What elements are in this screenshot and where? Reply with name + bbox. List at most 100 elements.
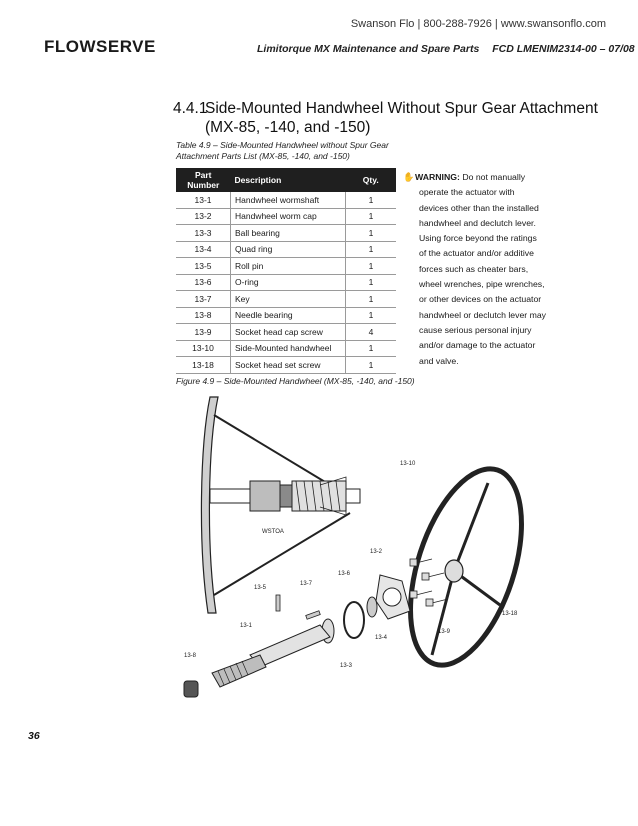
callout-13-4: 13-4 [375,635,388,641]
section-title-line2: (MX-85, -140, and -150) [205,119,371,136]
callout-13-1: 13-1 [240,623,253,629]
part-number-cell: 13-18 [176,356,231,374]
part-number-cell: 13-8 [176,307,231,324]
description-cell: Key [230,290,346,308]
description-cell: Roll pin [230,257,346,275]
quantity-cell: 1 [345,257,396,275]
quantity-cell: 1 [345,208,396,225]
quantity-cell: 1 [345,290,396,308]
quantity-cell: 1 [345,224,396,242]
part-number-cell: 13-2 [176,208,231,225]
quantity-cell: 1 [345,356,396,374]
quantity-cell: 1 [345,307,396,324]
quad-ring [366,596,378,618]
roll-pin [275,594,281,612]
warning-text-line: or other devices on the actuator [419,294,542,305]
description-cell: Quad ring [230,241,346,258]
callout-13-2: 13-2 [370,549,383,555]
callout-13-8: 13-8 [184,653,197,659]
warning-text-line: and/or damage to the actuator [419,340,536,351]
description-cell: Handwheel wormshaft [230,192,346,209]
callout-13-6: 13-6 [338,571,351,577]
table-header-row: Part Number Description Qty. [176,168,396,192]
quantity-cell: 1 [345,192,396,209]
handwheel-exploded-diagram: WSTOA 13-10 13-2 13-6 13-7 13-5 13-1 13-… [183,396,524,698]
column-header: Qty. [345,168,396,192]
description-cell: Side-Mounted handwheel [230,340,346,357]
section-title-line1: Side-Mounted Handwheel Without Spur Gear… [205,100,598,117]
column-header: Part Number [176,168,231,192]
column-header: Description [230,168,346,192]
description-cell: Needle bearing [230,307,346,324]
doc-title: Limitorque MX Maintenance and Spare Part… [257,43,480,55]
warning-text-line: Using force beyond the ratings [419,233,537,244]
handwheel-wormshaft [211,624,331,688]
document-reference: Limitorque MX Maintenance and Spare Part… [257,43,638,55]
inset-handwheel-side-view [200,396,361,614]
warning-text-line: wheel wrenches, pipe wrenches, [419,279,545,290]
warning-text-line: devices other than the installed [419,202,539,213]
warning-text-line: handwheel or declutch lever may [419,309,547,320]
quantity-cell: 1 [345,340,396,357]
needle-bearing [183,680,199,698]
socket-head-screws [409,558,449,607]
description-cell: O-ring [230,274,346,291]
quantity-cell: 1 [345,241,396,258]
part-number-cell: 13-9 [176,323,231,341]
contact-line: Swanson Flo | 800-288-7926 | www.swanson… [350,18,606,30]
o-ring [343,601,365,639]
part-number-cell: 13-1 [176,192,231,209]
section-heading: 4.4.1Side-Mounted Handwheel Without Spur… [173,99,598,137]
quantity-cell: 1 [345,274,396,291]
figure-caption: Figure 4.9 – Side-Mounted Handwheel (MX-… [176,376,415,386]
section-number: 4.4.1 [173,100,208,117]
flowserve-logo: FLOWSERVE [44,37,156,56]
callout-13-3: 13-3 [340,663,353,669]
callout-13-7: 13-7 [300,581,313,587]
warning-text-line: forces such as cheater bars, [419,263,529,274]
description-cell: Socket head set screw [230,356,346,374]
warning-text-line: of the actuator and/or additive [419,248,534,259]
description-cell: Socket head cap screw [230,323,346,341]
part-number-cell: 13-3 [176,224,231,242]
warning-label: WARNING: [415,172,460,182]
doc-code: FCD LMENIM2314-00 – 07/08 [492,43,635,55]
part-number-cell: 13-6 [176,274,231,291]
handwheel-rim [408,466,524,668]
quantity-cell: 4 [345,323,396,341]
description-cell: Ball bearing [230,224,346,242]
callout-13-18: 13-18 [502,611,518,617]
warning-notice: ✋WARNING: Do not manually operate the ac… [403,170,603,369]
key [305,610,321,620]
description-cell: Handwheel worm cap [230,208,346,225]
warning-text-line: and valve. [419,355,459,366]
part-number-cell: 13-7 [176,290,231,308]
warning-text-line: cause serious personal injury [419,324,532,335]
warning-hand-icon: ✋ [403,172,415,182]
callout-13-10: 13-10 [400,461,416,467]
callout-13-9: 13-9 [438,629,451,635]
part-number-cell: 13-10 [176,340,231,357]
warning-text-line: Do not manually [462,172,526,182]
worm-cap [375,574,411,620]
warning-text-line: handwheel and declutch lever. [419,217,536,228]
part-number-cell: 13-4 [176,241,231,258]
callout-13-5: 13-5 [254,585,267,591]
part-number-cell: 13-5 [176,257,231,275]
warning-text-line: operate the actuator with [419,187,515,198]
table-caption: Table 4.9 – Side-Mounted Handwheel witho… [176,140,389,161]
inset-mark: WSTOA [262,529,284,535]
page-number: 36 [28,730,40,742]
